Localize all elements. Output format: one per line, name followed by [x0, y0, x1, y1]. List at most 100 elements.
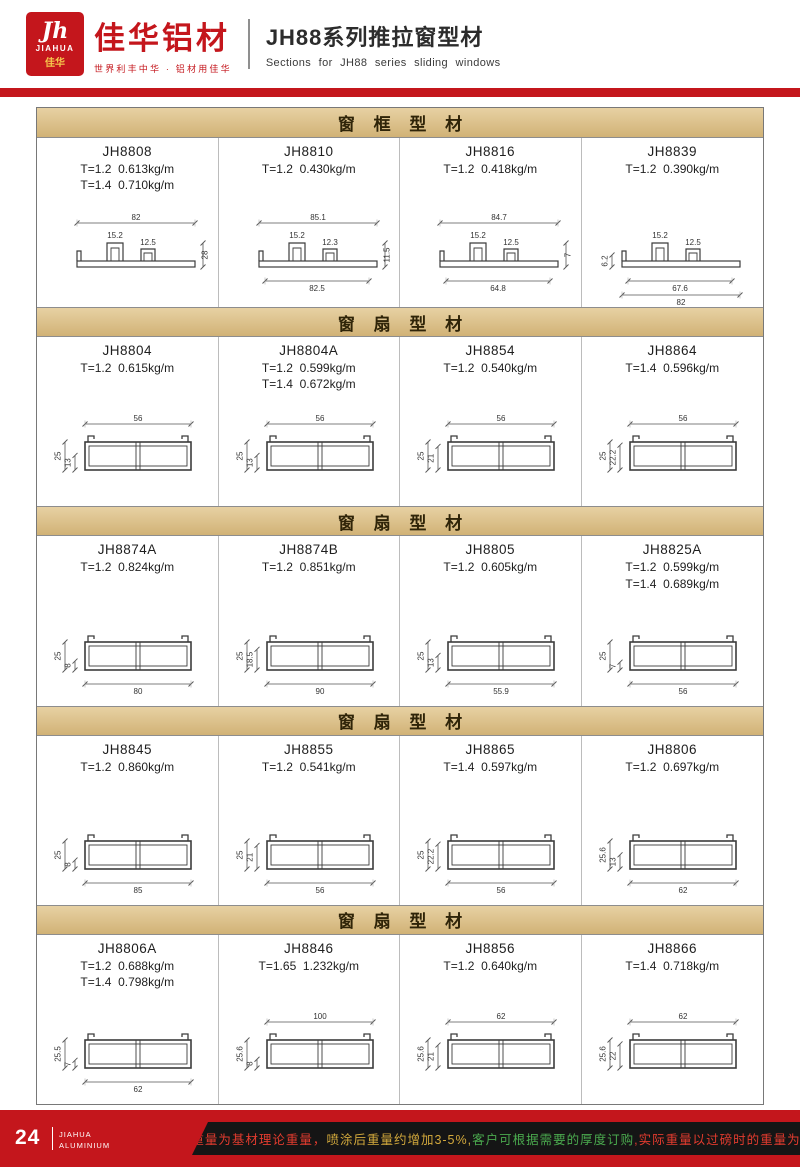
- svg-text:62: 62: [134, 1085, 143, 1094]
- model-number: JH8825A: [642, 542, 702, 558]
- spec-line: T=1.4 0.597kg/m: [443, 759, 538, 774]
- footer-note-segment: 喷涂后重量约增加3-5%,: [326, 1133, 473, 1147]
- svg-text:13: 13: [245, 458, 254, 467]
- spec-line: T=1.2 0.824kg/m: [80, 560, 175, 575]
- spec-lines: T=1.2 0.860kg/m: [80, 759, 174, 775]
- footer-note-segment: 图样重量为基材理论重量，: [164, 1133, 327, 1147]
- footer-brand-line1: JIAHUA: [59, 1130, 92, 1139]
- spec-lines: T=1.4 0.596kg/m: [625, 360, 719, 376]
- spec-lines: T=1.4 0.718kg/m: [625, 958, 719, 974]
- svg-text:90: 90: [315, 687, 324, 696]
- spec-lines: T=1.2 0.540kg/m: [443, 360, 537, 376]
- svg-text:67.6: 67.6: [672, 284, 688, 293]
- svg-text:8: 8: [64, 662, 73, 667]
- page-header: Jh JIAHUA 佳华 佳华铝材 世界利丰中华 · 铝材用佳华 JH88系列推…: [0, 0, 800, 88]
- jiahua-logo-icon: Jh JIAHUA 佳华: [26, 12, 84, 76]
- svg-text:25.6: 25.6: [599, 846, 608, 862]
- spec-lines: T=1.2 0.640kg/m: [443, 958, 537, 974]
- footer-brand: JIAHUA ALUMINIUM: [59, 1130, 110, 1151]
- spec-line: T=1.2 0.697kg/m: [625, 759, 720, 774]
- svg-text:62: 62: [497, 1012, 506, 1021]
- spec-line: T=1.2 0.613kg/m: [80, 162, 175, 176]
- svg-text:25.6: 25.6: [417, 1046, 426, 1062]
- svg-text:25: 25: [599, 451, 608, 460]
- spec-lines: T=1.65 1.232kg/m: [259, 958, 359, 974]
- footer-brand-line2: ALUMINIUM: [59, 1140, 111, 1150]
- svg-text:12.5: 12.5: [503, 238, 519, 247]
- footer-note-segment: ,实际重量以过磅时的重量为准。: [634, 1133, 800, 1147]
- spec-line: T=1.4 0.710kg/m: [80, 178, 175, 193]
- header-rule: [0, 88, 800, 97]
- spec-line: T=1.2 0.599kg/m: [261, 361, 356, 376]
- svg-text:56: 56: [679, 687, 688, 696]
- section-title: 窗 框 型 材: [37, 108, 763, 138]
- svg-text:28: 28: [201, 250, 210, 259]
- spec-line: T=1.2 0.605kg/m: [443, 560, 538, 575]
- svg-text:25.6: 25.6: [599, 1046, 608, 1062]
- svg-text:55.9: 55.9: [493, 687, 509, 696]
- svg-text:82: 82: [677, 298, 686, 307]
- spec-lines: T=1.4 0.597kg/m: [443, 759, 537, 775]
- spec-line: T=1.2 0.615kg/m: [80, 361, 175, 376]
- svg-text:100: 100: [313, 1012, 327, 1021]
- svg-text:62: 62: [679, 1012, 688, 1021]
- spec-line: T=1.2 0.688kg/m: [80, 958, 175, 973]
- spec-lines: T=1.2 0.824kg/m: [80, 559, 174, 575]
- svg-text:25: 25: [54, 651, 63, 660]
- spec-lines: T=1.2 0.418kg/m: [443, 161, 537, 177]
- spec-line: T=1.2 0.390kg/m: [625, 162, 720, 176]
- model-number: JH8874B: [279, 542, 339, 558]
- model-number: JH8804A: [279, 343, 339, 359]
- model-number: JH8806A: [97, 940, 157, 956]
- model-number: JH8806: [647, 741, 698, 757]
- svg-text:56: 56: [679, 414, 688, 423]
- model-number: JH8808: [102, 144, 153, 159]
- svg-text:62: 62: [679, 886, 688, 895]
- model-number: JH8804: [102, 343, 153, 359]
- model-number: JH8805: [465, 542, 516, 558]
- svg-text:13: 13: [609, 857, 618, 866]
- logo-text-cn: 佳华: [45, 57, 65, 69]
- brand-block: 佳华铝材 世界利丰中华 · 铝材用佳华: [94, 13, 232, 75]
- model-number: JH8864: [647, 343, 698, 359]
- svg-text:56: 56: [315, 414, 324, 423]
- svg-text:85: 85: [134, 886, 143, 895]
- logo-swoosh-glyph: Jh: [41, 17, 69, 44]
- model-number: JH8810: [283, 144, 334, 159]
- svg-text:82.5: 82.5: [309, 284, 325, 293]
- model-number: JH8846: [283, 940, 334, 956]
- brand-name: 佳华铝材: [94, 21, 230, 56]
- spec-line: T=1.2 0.418kg/m: [443, 162, 538, 176]
- svg-text:25.6: 25.6: [235, 1046, 244, 1062]
- svg-text:21: 21: [245, 852, 254, 861]
- svg-text:15.2: 15.2: [289, 231, 305, 240]
- svg-text:22: 22: [609, 1051, 618, 1060]
- svg-text:21: 21: [427, 1052, 436, 1061]
- section-title: 窗 扇 型 材: [37, 506, 763, 537]
- svg-text:25: 25: [235, 651, 244, 660]
- svg-text:84.7: 84.7: [491, 213, 507, 222]
- page-number: 24: [15, 1126, 41, 1149]
- spec-lines: T=1.2 0.605kg/m: [443, 559, 537, 575]
- spec-line: T=1.2 0.540kg/m: [443, 361, 538, 376]
- svg-text:22.2: 22.2: [427, 848, 436, 864]
